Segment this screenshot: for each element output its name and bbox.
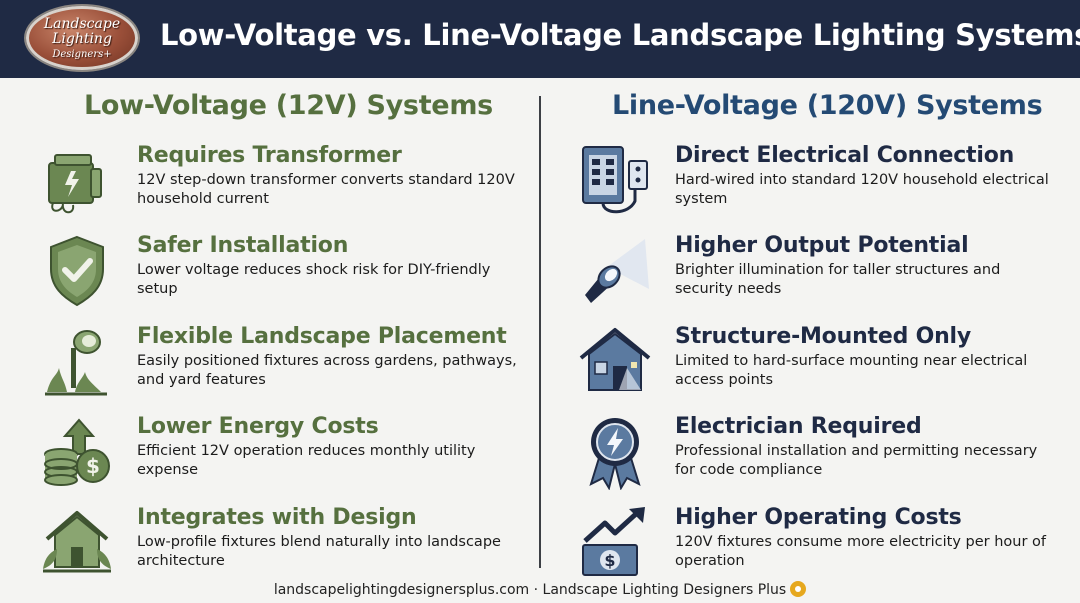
line-voltage-column-title: Line-Voltage (120V) Systems — [612, 90, 1043, 121]
spotlight-plant-icon — [41, 324, 113, 400]
electrical-panel-icon — [579, 143, 651, 219]
transformer-icon — [41, 143, 113, 219]
item-description: 120V fixtures consume more electricity p… — [675, 534, 1047, 569]
item-description: Limited to hard-surface mounting near el… — [675, 353, 1028, 388]
footer-text[interactable]: landscapelightingdesignersplus.com · Lan… — [273, 582, 787, 598]
logo-wordmark: Landscape Lighting Designers+ — [43, 16, 121, 61]
svg-text:$: $ — [86, 454, 100, 478]
item-title: Higher Output Potential — [675, 233, 969, 258]
item-title: Structure-Mounted Only — [675, 324, 972, 349]
svg-text:$: $ — [604, 551, 615, 570]
item-description: 12V step-down transformer converts stand… — [137, 172, 515, 207]
item-title: Flexible Landscape Placement — [137, 324, 507, 349]
lightning-badge-icon — [579, 414, 651, 491]
footer: landscapelightingdesignersplus.com · Lan… — [0, 581, 1080, 598]
item-title: Requires Transformer — [137, 143, 402, 168]
brand-logo[interactable]: Landscape Lighting Designers+ — [26, 6, 138, 70]
item-description: Brighter illumination for taller structu… — [675, 262, 1001, 297]
item-title: Lower Energy Costs — [137, 414, 379, 439]
item-description: Professional installation and permitting… — [675, 443, 1038, 478]
item-title: Safer Installation — [137, 233, 349, 258]
money-arrow-up-icon: $ — [579, 505, 651, 581]
low-voltage-column-title: Low-Voltage (12V) Systems — [84, 90, 493, 121]
page-title: Low-Voltage vs. Line-Voltage Landscape L… — [160, 18, 1080, 52]
item-description: Hard-wired into standard 120V household … — [675, 172, 1049, 207]
coins-arrow-up-icon: $ — [41, 414, 113, 490]
item-description: Efficient 12V operation reduces monthly … — [137, 443, 476, 478]
shield-check-icon — [41, 233, 113, 309]
item-title: Integrates with Design — [137, 505, 417, 530]
flashlight-beam-icon — [579, 233, 651, 309]
item-title: Higher Operating Costs — [675, 505, 962, 530]
item-title: Electrician Required — [675, 414, 922, 439]
gear-icon — [790, 581, 807, 597]
column-divider — [539, 96, 541, 568]
header-bar: Landscape Lighting Designers+ Low-Voltag… — [0, 0, 1080, 78]
item-description: Easily positioned fixtures across garden… — [137, 353, 517, 388]
house-lamp-icon — [579, 324, 651, 400]
house-leaves-icon — [41, 505, 113, 581]
item-description: Lower voltage reduces shock risk for DIY… — [137, 262, 491, 297]
item-description: Low-profile fixtures blend naturally int… — [137, 534, 501, 569]
item-title: Direct Electrical Connection — [675, 143, 1015, 168]
